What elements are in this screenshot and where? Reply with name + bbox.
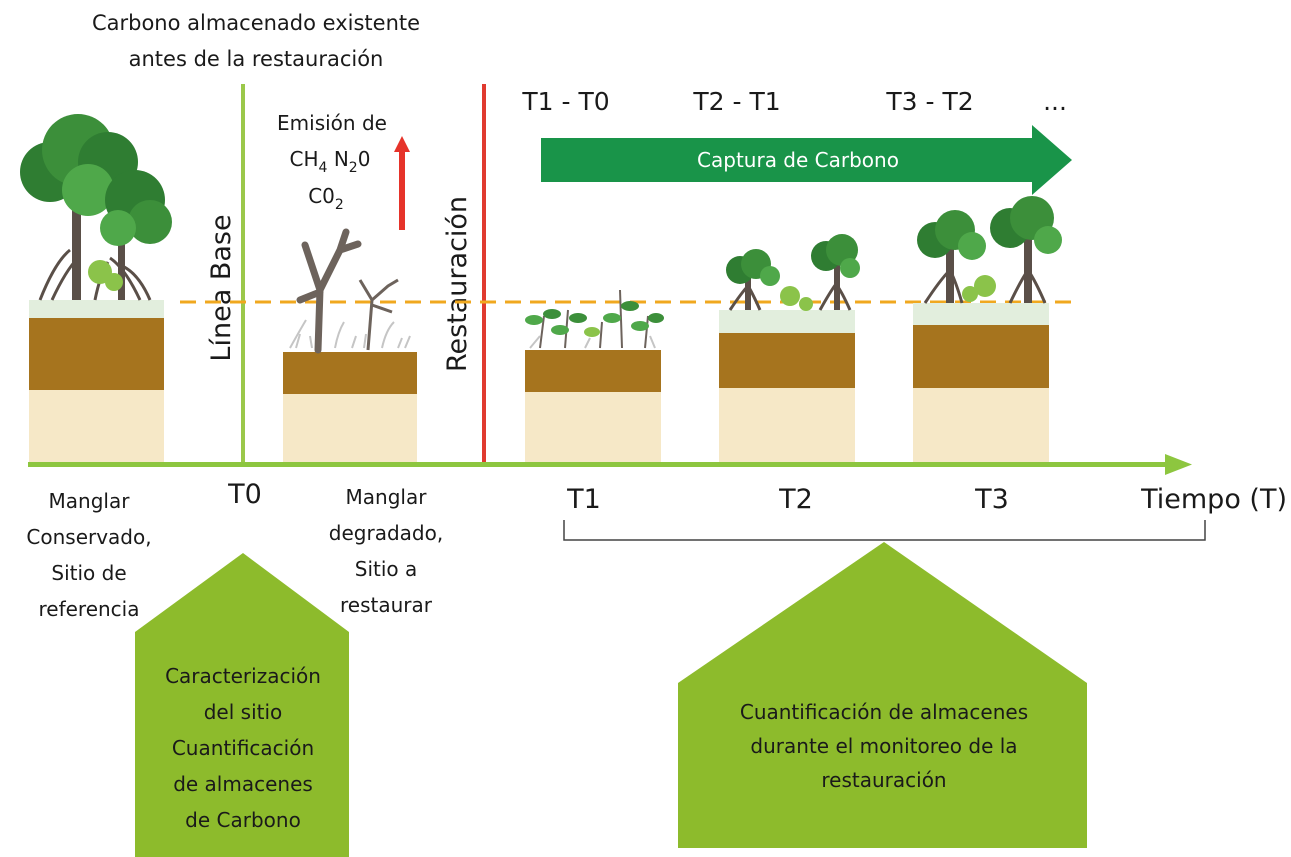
header-line-1: Carbono almacenado existente (92, 11, 420, 35)
time-axis-label: Tiempo (T) (1140, 484, 1287, 515)
left-callout-line-2: del sitio (204, 700, 283, 724)
interval-label-t1-t0: T1 - T0 (521, 87, 609, 116)
gas-n-subscript: 2 (349, 160, 358, 176)
soil-column-t2 (719, 310, 855, 463)
carbon-capture-arrow (541, 125, 1072, 195)
gas-c0-subscript: 2 (335, 197, 344, 213)
tick-label-t0: T0 (227, 479, 262, 510)
reference-site-line-4: referencia (38, 597, 139, 621)
restoration-vertical-label: Restauración (442, 196, 473, 372)
time-axis-arrow (28, 454, 1192, 475)
interval-label-ellipsis: ... (1043, 87, 1067, 116)
emission-gases-line: CH4 N20 (290, 147, 371, 176)
baseline-vertical-label: Línea Base (206, 214, 237, 361)
left-callout-line-5: de Carbono (185, 808, 301, 832)
degraded-site-line-3: Sitio a (355, 557, 418, 581)
left-callout-line-1: Caracterización (165, 664, 321, 688)
emission-co2-line: C02 (308, 184, 344, 213)
right-callout-line-3: restauración (821, 768, 946, 792)
interval-label-t3-t2: T3 - T2 (885, 87, 973, 116)
soil-column-t3 (913, 303, 1049, 463)
soil-column-reference (29, 300, 164, 463)
right-callout-line-1: Cuantificación de almacenes (740, 700, 1028, 724)
tick-label-t3: T3 (974, 484, 1009, 515)
tick-label-t1: T1 (566, 484, 601, 515)
reference-site-line-3: Sitio de (51, 561, 126, 585)
reference-site-line-1: Manglar (49, 489, 131, 513)
t2-young-trees-icon (726, 234, 860, 311)
reference-site-label: Manglar Conservado, Sitio de referencia (26, 489, 151, 621)
emission-up-arrow (394, 136, 410, 230)
gas-c0-text: C0 (308, 184, 335, 208)
baseline-characterization-callout: Caracterización del sitio Cuantificación… (135, 553, 349, 857)
t3-mature-trees-icon (917, 196, 1062, 304)
degraded-site-line-2: degradado, (329, 521, 443, 545)
gas-o-text: 0 (358, 147, 371, 171)
left-callout-line-3: Cuantificación (172, 736, 314, 760)
reference-site-line-2: Conservado, (26, 525, 151, 549)
degraded-site-line-4: restaurar (340, 593, 433, 617)
monitoring-period-bracket (563, 520, 1206, 541)
soil-column-t1 (525, 350, 661, 463)
header-line-2: antes de la restauración (129, 47, 384, 71)
gas-ch-subscript: 4 (319, 160, 328, 176)
emission-title: Emisión de (277, 111, 387, 135)
degraded-site-label: Manglar degradado, Sitio a restaurar (329, 485, 443, 617)
gas-ch-text: CH (290, 147, 319, 171)
interval-label-t2-t1: T2 - T1 (692, 87, 780, 116)
degraded-mangrove-dead-tree-icon (289, 228, 411, 354)
soil-column-degraded (283, 352, 417, 463)
gas-n-text: N (327, 147, 348, 171)
right-callout-line-2: durante el monitoreo de la (750, 734, 1017, 758)
degraded-site-line-1: Manglar (346, 485, 428, 509)
left-callout-line-4: de almacenes (173, 772, 313, 796)
tick-label-t2: T2 (778, 484, 813, 515)
conserved-mangrove-trees-icon (20, 114, 172, 301)
monitoring-quantification-callout: Cuantificación de almacenes durante el m… (678, 542, 1087, 848)
carbon-capture-label: Captura de Carbono (697, 148, 899, 172)
t1-seedlings-icon (525, 289, 664, 349)
